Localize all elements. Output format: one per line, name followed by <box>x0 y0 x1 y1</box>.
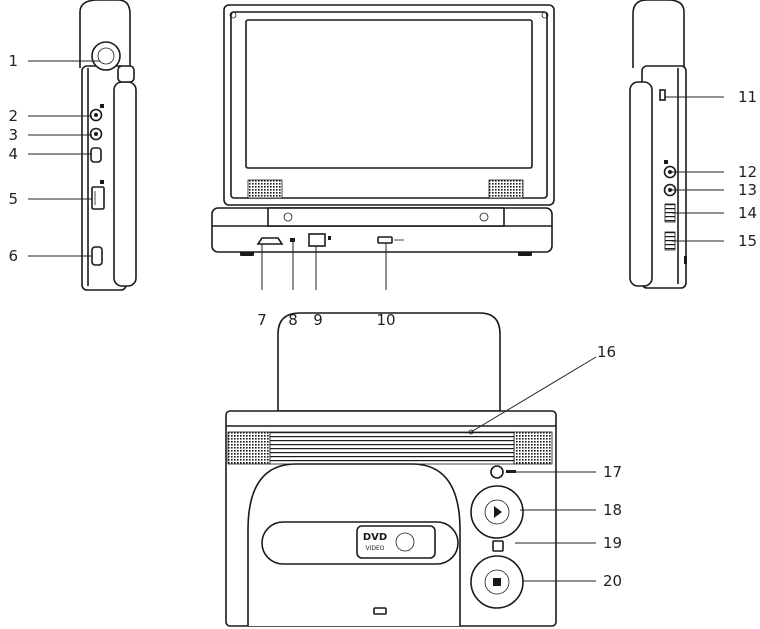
callout-numbers: 1 2 3 4 5 6 7 8 9 10 11 12 13 14 15 16 1… <box>8 52 757 590</box>
right-side-view <box>629 0 687 289</box>
callout-10: 10 <box>376 311 395 329</box>
front-view <box>211 4 555 256</box>
disc-logo-line2: VIDEO <box>365 545 384 552</box>
callout-15: 15 <box>738 232 757 250</box>
callout-7: 7 <box>257 311 267 329</box>
callout-2: 2 <box>8 107 18 125</box>
callout-17: 17 <box>603 463 622 481</box>
left-side-view <box>79 0 137 291</box>
top-view <box>225 312 557 627</box>
callout-13: 13 <box>738 181 757 199</box>
callout-4: 4 <box>8 145 18 163</box>
callout-11: 11 <box>738 88 757 106</box>
callout-3: 3 <box>8 126 18 144</box>
callout-8: 8 <box>288 311 298 329</box>
leader-lines <box>28 60 724 582</box>
callout-18: 18 <box>603 501 622 519</box>
callout-9: 9 <box>313 311 323 329</box>
callout-19: 19 <box>603 534 622 552</box>
callout-1: 1 <box>8 52 18 70</box>
callout-6: 6 <box>8 247 18 265</box>
callout-20: 20 <box>603 572 622 590</box>
disc-logo-line1: DVD <box>363 532 387 543</box>
callout-12: 12 <box>738 163 757 181</box>
callout-16: 16 <box>597 343 616 361</box>
callout-14: 14 <box>738 204 757 222</box>
callout-5: 5 <box>8 190 18 208</box>
